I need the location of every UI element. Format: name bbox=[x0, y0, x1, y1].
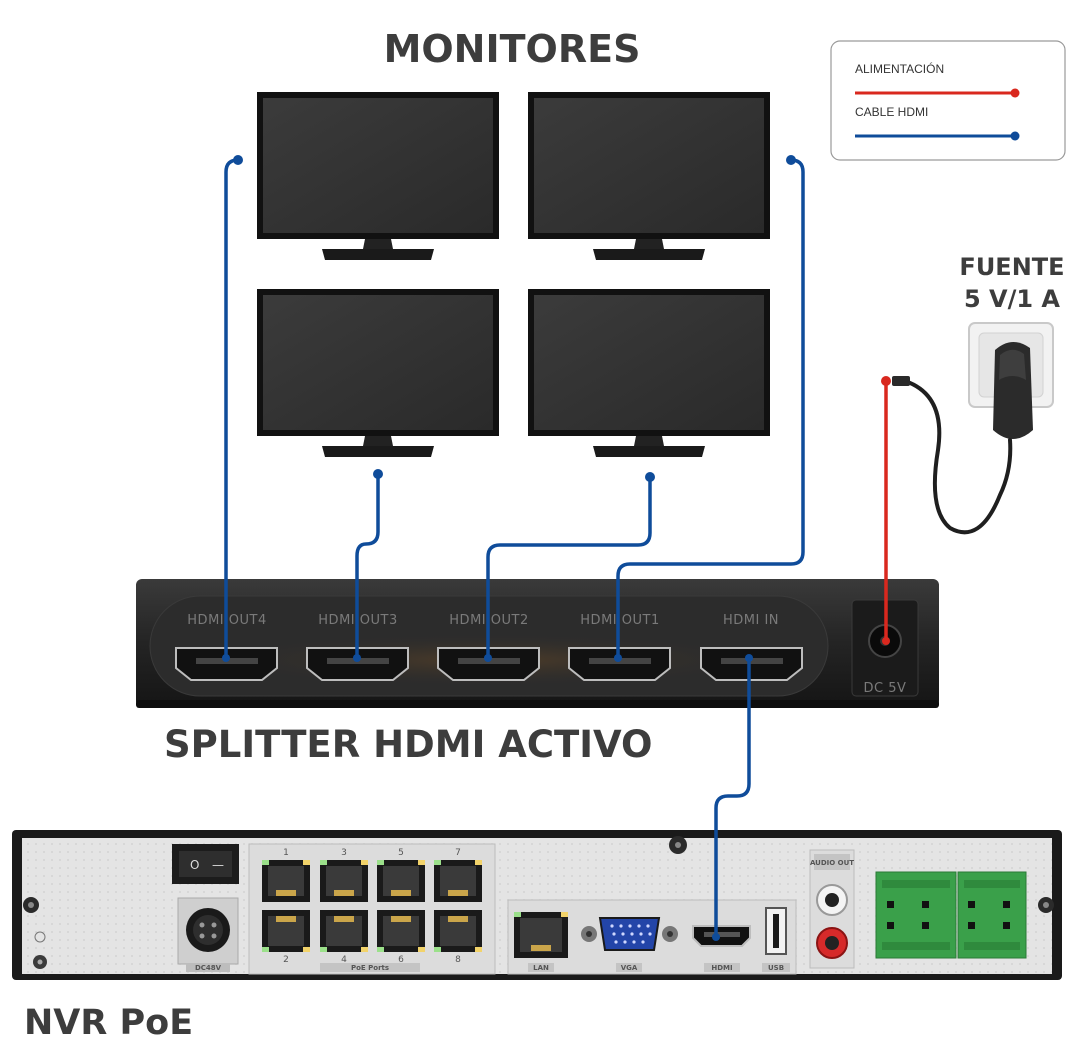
lan-label: LAN bbox=[533, 964, 549, 972]
hdmi-label: HDMI bbox=[711, 964, 732, 972]
poe-number-2: 2 bbox=[283, 955, 289, 965]
poe-port-8[interactable] bbox=[434, 910, 482, 952]
legend-hdmi-label: CABLE HDMI bbox=[855, 105, 928, 119]
nvr-alarm-terminals[interactable] bbox=[875, 871, 1027, 959]
power-supply-label-line2: 5 V/1 A bbox=[964, 285, 1060, 313]
poe-number-5: 5 bbox=[398, 848, 404, 858]
nvr-hdmi-port[interactable] bbox=[692, 925, 751, 947]
poe-port-1[interactable] bbox=[262, 860, 310, 902]
hdmi-cable-out3 bbox=[355, 472, 380, 660]
legend-power-label: ALIMENTACIÓN bbox=[855, 61, 944, 76]
poe-number-7: 7 bbox=[455, 848, 461, 858]
audio-out-label: AUDIO OUT bbox=[810, 859, 854, 867]
nvr-dc48v-connector[interactable] bbox=[177, 897, 239, 972]
poe-port-6[interactable] bbox=[377, 910, 425, 952]
power-adapter bbox=[892, 341, 1033, 535]
switch-on-mark: O bbox=[190, 858, 199, 872]
hdmi-cables bbox=[224, 158, 805, 939]
hdmi-cable-out2 bbox=[486, 475, 652, 660]
monitors-label: MONITORES bbox=[384, 27, 641, 71]
power-supply-label-line1: FUENTE bbox=[959, 253, 1064, 281]
hdmi-in-label: HDMI IN bbox=[723, 613, 779, 628]
poe-number-6: 6 bbox=[398, 955, 404, 965]
switch-off-mark: — bbox=[212, 858, 224, 872]
poe-port-7[interactable] bbox=[434, 860, 482, 902]
monitor-1 bbox=[257, 92, 499, 260]
hdmi-cable-in bbox=[714, 656, 751, 939]
poe-number-4: 4 bbox=[341, 955, 347, 965]
dc-5v-label: DC 5V bbox=[864, 681, 907, 696]
monitor-4 bbox=[528, 289, 770, 457]
nvr-audio-out-red[interactable] bbox=[816, 927, 848, 959]
poe-number-3: 3 bbox=[341, 848, 347, 858]
nvr-vga-port[interactable] bbox=[581, 917, 678, 951]
nvr-device: O — DC48V 1 3 5 7 2 4 6 8 PoE Ports bbox=[12, 830, 1062, 980]
poe-port-4[interactable] bbox=[320, 910, 368, 952]
nvr-label: NVR PoE bbox=[24, 1003, 193, 1043]
poe-port-5[interactable] bbox=[377, 860, 425, 902]
hdmi-splitter: HDMI OUT4 HDMI OUT3 HDMI OUT2 HDMI OUT1 … bbox=[136, 579, 939, 708]
nvr-power-switch[interactable]: O — bbox=[172, 844, 239, 884]
hdmi-cable-ends bbox=[222, 155, 796, 941]
splitter-label: SPLITTER HDMI ACTIVO bbox=[164, 723, 652, 766]
poe-number-8: 8 bbox=[455, 955, 461, 965]
monitor-2 bbox=[528, 92, 770, 260]
dc48v-label: DC48V bbox=[195, 964, 222, 972]
monitor-3 bbox=[257, 289, 499, 457]
hdmi-out1-label: HDMI OUT1 bbox=[580, 613, 659, 628]
poe-port-2[interactable] bbox=[262, 910, 310, 952]
vga-label: VGA bbox=[621, 964, 638, 972]
nvr-lan-port[interactable] bbox=[514, 912, 568, 958]
hdmi-cable-out1 bbox=[616, 158, 805, 660]
hdmi-in-port[interactable] bbox=[700, 647, 803, 681]
nvr-audio-out-white[interactable] bbox=[816, 884, 848, 916]
poe-port-3[interactable] bbox=[320, 860, 368, 902]
nvr-usb-port[interactable] bbox=[765, 907, 787, 955]
poe-ports-label: PoE Ports bbox=[351, 964, 389, 972]
legend: ALIMENTACIÓN CABLE HDMI bbox=[830, 40, 1066, 161]
poe-number-1: 1 bbox=[283, 848, 289, 858]
power-cable bbox=[881, 376, 891, 645]
usb-label: USB bbox=[768, 964, 784, 972]
